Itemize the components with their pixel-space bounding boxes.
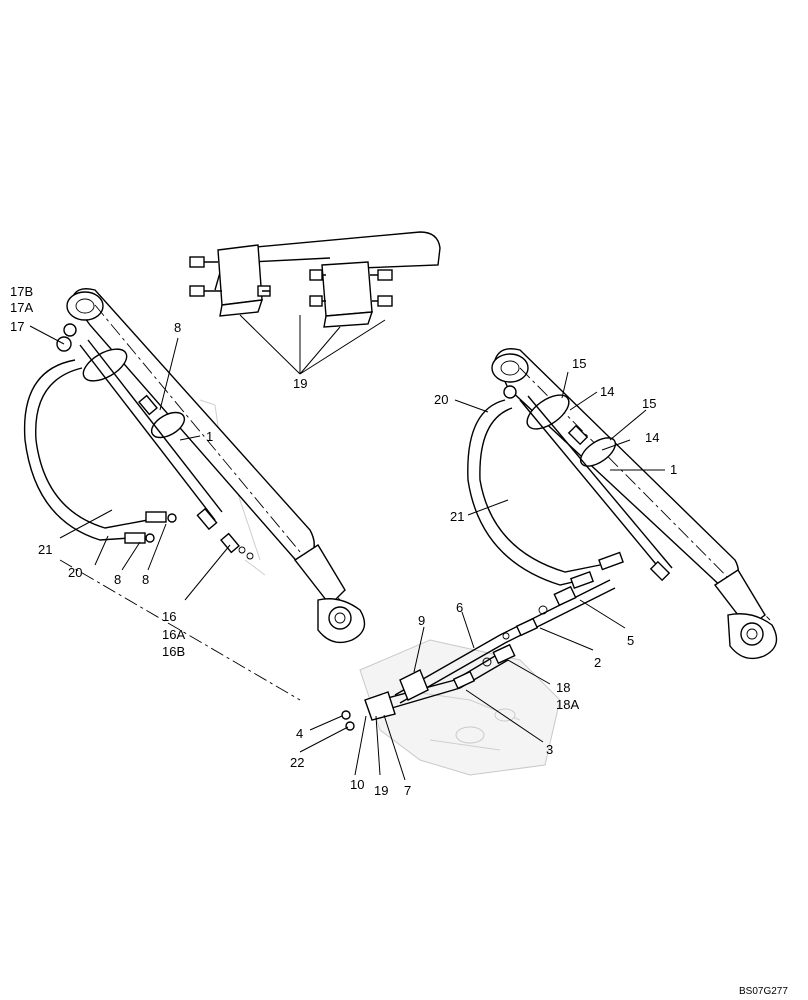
right-cylinder: [467, 348, 778, 660]
callout-7: 7: [404, 783, 411, 798]
crossover-tubes: [341, 579, 616, 731]
callout-14-a: 14: [600, 384, 614, 399]
callout-6: 6: [456, 600, 463, 615]
callout-18A: 18A: [556, 697, 579, 712]
callout-16: 16: [162, 609, 176, 624]
leader-lines: [29, 325, 665, 781]
callout-20-right: 20: [434, 392, 448, 407]
callout-20-left: 20: [68, 565, 82, 580]
callout-8-top: 8: [174, 320, 181, 335]
clamp-detail: [189, 231, 441, 328]
callout-15-b: 15: [642, 396, 656, 411]
callout-19-low: 19: [374, 783, 388, 798]
callout-9: 9: [418, 613, 425, 628]
callout-2: 2: [594, 655, 601, 670]
callout-16B: 16B: [162, 644, 185, 659]
callout-8-low-b: 8: [142, 572, 149, 587]
callout-8-low-a: 8: [114, 572, 121, 587]
callout-4: 4: [296, 726, 303, 741]
callout-17B: 17B: [10, 284, 33, 299]
loader-frame-ghost: [199, 399, 561, 776]
callout-10: 10: [350, 777, 364, 792]
left-cylinder: [23, 288, 366, 644]
callout-22: 22: [290, 755, 304, 770]
reference-code: BS07G277: [739, 986, 788, 997]
callout-18: 18: [556, 680, 570, 695]
callout-1-right: 1: [670, 462, 677, 477]
clamp-leaders: [239, 314, 386, 375]
callout-1-left: 1: [206, 429, 213, 444]
callout-5: 5: [627, 633, 634, 648]
callout-19-top: 19: [293, 376, 307, 391]
callout-21-left: 21: [38, 542, 52, 557]
callout-16A: 16A: [162, 627, 185, 642]
callout-3: 3: [546, 742, 553, 757]
callout-17: 17: [10, 319, 24, 334]
callout-15-a: 15: [572, 356, 586, 371]
callout-21-right: 21: [450, 509, 464, 524]
callout-17A: 17A: [10, 300, 33, 315]
callout-labels: 17B 17A 17 8 1 21 20 8 8 16 16A 16B 19 1…: [10, 284, 677, 798]
callout-14-b: 14: [645, 430, 659, 445]
